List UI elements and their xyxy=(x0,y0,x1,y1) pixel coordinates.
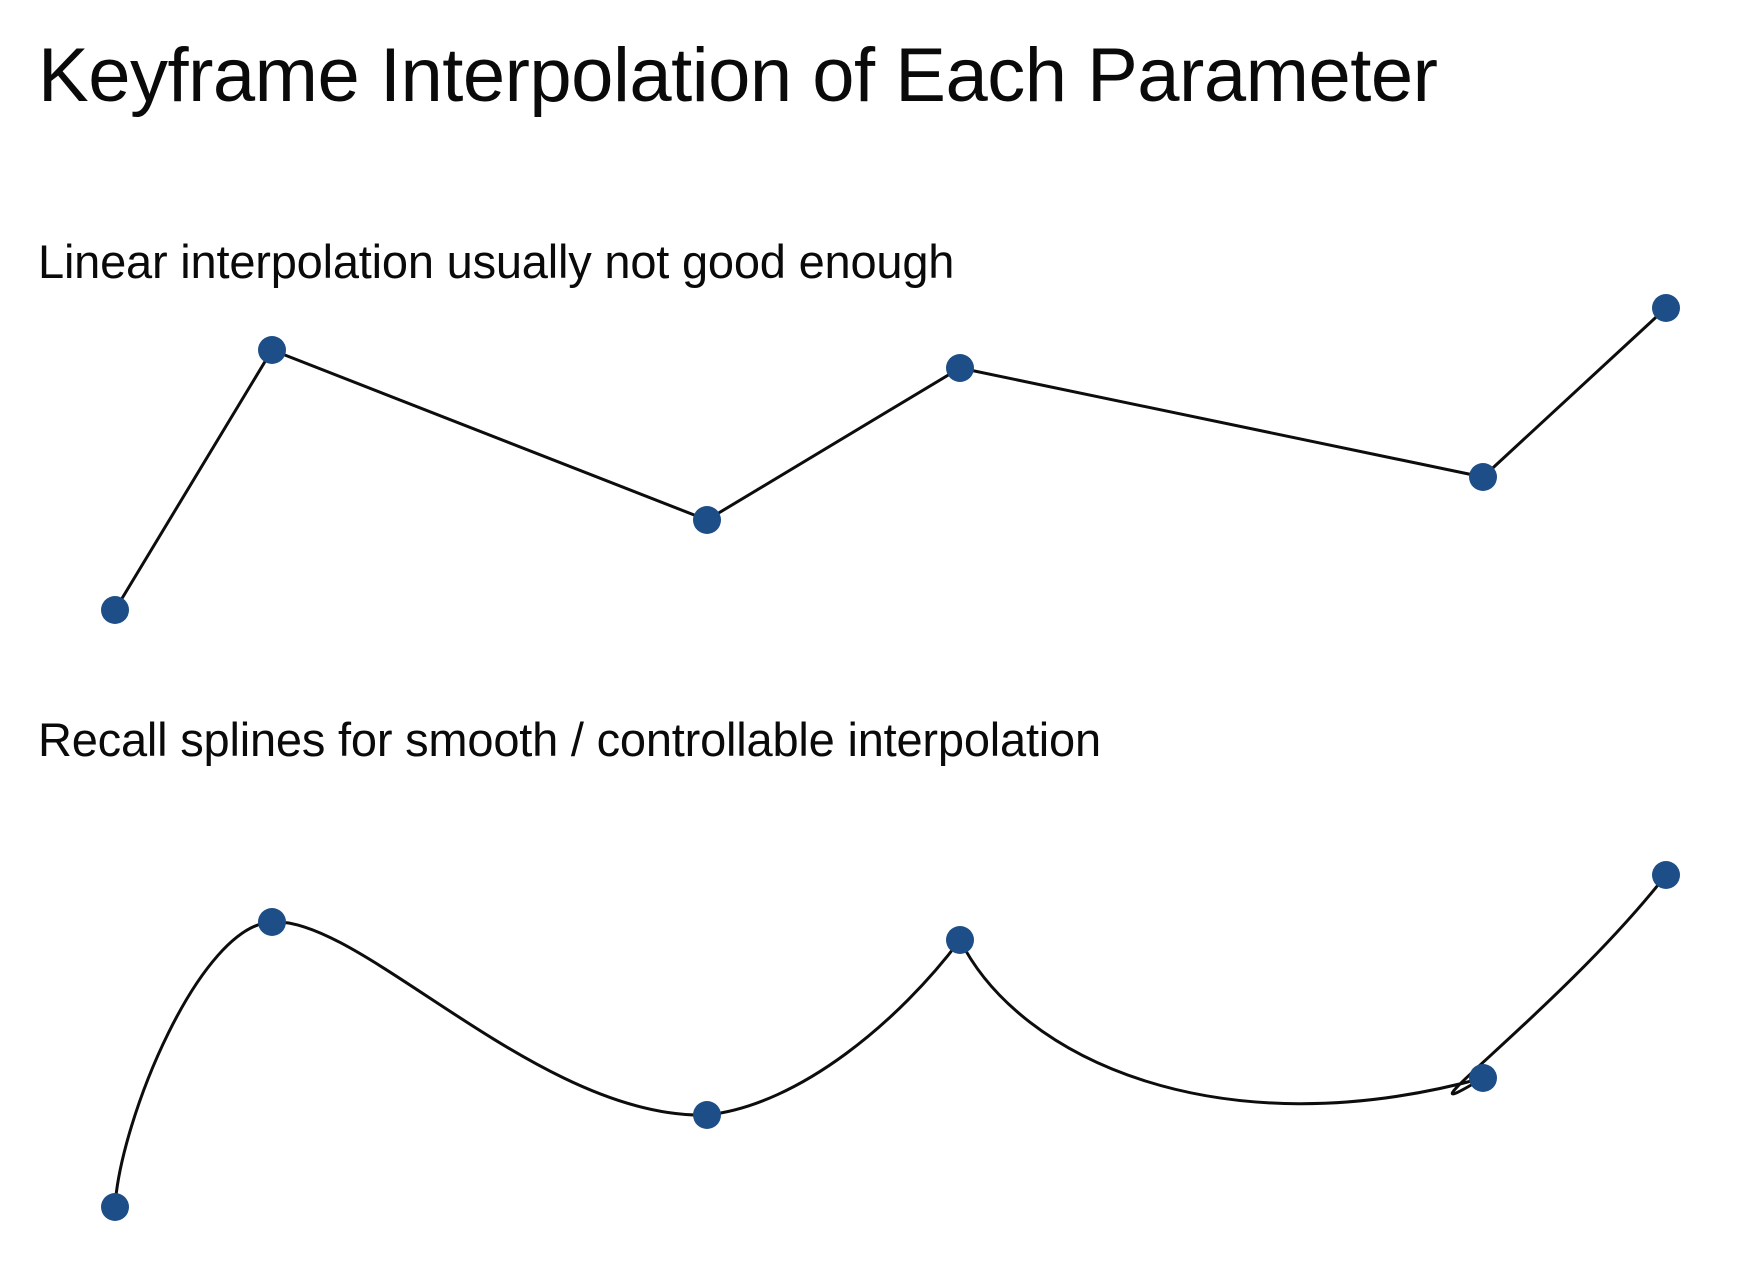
linear-keyframe-point[interactable] xyxy=(1652,294,1680,322)
linear-keyframe-point[interactable] xyxy=(258,336,286,364)
linear-interpolation-chart xyxy=(101,294,1680,624)
spline-keyframe-point[interactable] xyxy=(1652,861,1680,889)
spline-interpolation-chart xyxy=(101,861,1680,1221)
spline-keyframe-point[interactable] xyxy=(101,1193,129,1221)
spline-keyframe-point[interactable] xyxy=(693,1101,721,1129)
linear-keyframe-point[interactable] xyxy=(101,596,129,624)
spline-curve xyxy=(113,873,1668,1209)
spline-keyframe-point[interactable] xyxy=(258,908,286,936)
linear-keyframe-markers xyxy=(101,294,1680,624)
bullet-spline-interpolation: Recall splines for smooth / controllable… xyxy=(38,713,1101,766)
linear-keyframe-point[interactable] xyxy=(693,506,721,534)
linear-keyframe-point[interactable] xyxy=(1469,463,1497,491)
spline-keyframe-point[interactable] xyxy=(1469,1064,1497,1092)
linear-polyline xyxy=(113,306,1668,612)
spline-keyframe-point[interactable] xyxy=(946,926,974,954)
page-title: Keyframe Interpolation of Each Parameter xyxy=(38,33,1438,118)
bullet-linear-interpolation: Linear interpolation usually not good en… xyxy=(38,235,955,288)
linear-keyframe-point[interactable] xyxy=(946,354,974,382)
spline-keyframe-markers xyxy=(101,861,1680,1221)
